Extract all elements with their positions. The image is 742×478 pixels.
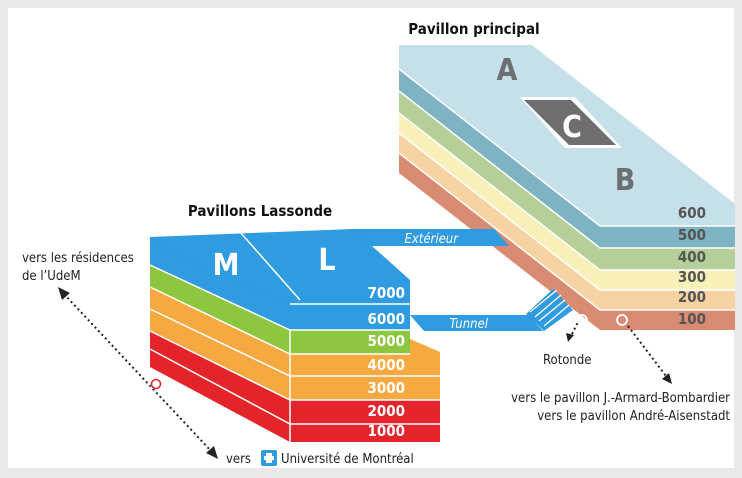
aisenstadt-note: vers le pavillon André-Aisenstadt bbox=[537, 409, 730, 424]
residences-note-line1: vers les résidences bbox=[22, 251, 134, 266]
lassonde-floor-label: 5000 bbox=[367, 332, 405, 350]
rotonde-label: Rotonde bbox=[543, 353, 591, 368]
main-floor-label: 300 bbox=[678, 268, 706, 286]
main-floor-label: 100 bbox=[678, 310, 706, 328]
section-b-label: B bbox=[615, 163, 636, 198]
lassonde-floor-label: 6000 bbox=[367, 310, 405, 328]
lassonde-floor-7000 bbox=[150, 229, 410, 304]
exterior-connector-label: Extérieur bbox=[404, 232, 459, 247]
main-building-stack: A C B 600 500 400 300 200 100 bbox=[398, 45, 735, 330]
exterior-connector bbox=[353, 229, 509, 246]
main-building-title: Pavillon principal bbox=[408, 20, 539, 38]
residences-arrow bbox=[58, 287, 218, 459]
section-l-label: L bbox=[318, 243, 335, 278]
lassonde-floor-label: 2000 bbox=[367, 402, 405, 420]
main-floor-label: 600 bbox=[678, 204, 706, 222]
main-floor-label: 400 bbox=[678, 248, 706, 266]
lassonde-floor-label: 1000 bbox=[367, 422, 405, 440]
rotonde-arrow bbox=[566, 321, 579, 342]
main-floor-label: 200 bbox=[678, 288, 706, 306]
section-c-label: C bbox=[562, 110, 582, 145]
main-floor-label: 500 bbox=[678, 226, 706, 244]
section-c-block bbox=[524, 100, 616, 145]
tunnel-connector-label: Tunnel bbox=[449, 317, 488, 332]
lassonde-floor-label: 4000 bbox=[367, 356, 405, 374]
tunnel-connector bbox=[410, 315, 543, 331]
lassonde-stack: M L 7000 6000 5000 4000 3000 2000 1000 bbox=[149, 229, 440, 442]
udem-logo-icon bbox=[261, 450, 277, 466]
section-a-label: A bbox=[497, 53, 518, 88]
section-m-label: M bbox=[213, 248, 240, 283]
lassonde-floor-label: 3000 bbox=[367, 379, 405, 397]
lassonde-title: Pavillons Lassonde bbox=[188, 202, 332, 220]
lassonde-floor-label: 7000 bbox=[367, 284, 405, 302]
bombardier-note: vers le pavillon J.-Armard-Bombardier bbox=[511, 391, 730, 406]
residences-note-line2: de l’UdeM bbox=[22, 269, 81, 284]
universite-label: Université de Montréal bbox=[281, 452, 414, 467]
rotonde-markers bbox=[576, 314, 628, 326]
tunnel-stairs bbox=[526, 289, 573, 331]
vers-label: vers bbox=[226, 452, 251, 467]
bombardier-arrow bbox=[627, 325, 672, 384]
